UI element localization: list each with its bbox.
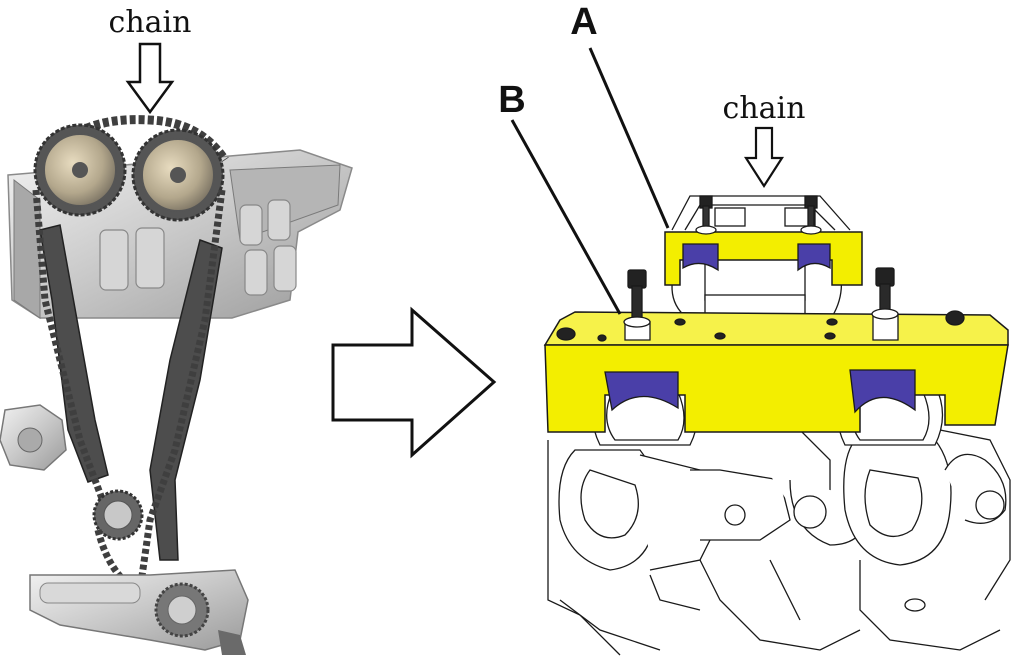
engine-outline [547, 429, 1011, 656]
bolt-b-left [623, 269, 651, 341]
cam-locking-tool-diagram [510, 47, 1011, 656]
bolt-a-left [695, 195, 717, 235]
chain-outline-right [671, 195, 851, 231]
engine-timing-assembly: chain [0, 5, 353, 655]
cam-sprocket-left [33, 123, 127, 217]
label-a: A [570, 1, 597, 43]
oil-pump-assembly [29, 569, 249, 655]
chain-outline-right-inner [684, 204, 836, 231]
transition-arrow [331, 306, 497, 459]
chain-label-left: chain [109, 5, 192, 40]
pin-b-right [945, 310, 965, 326]
timing-chain-left-run [32, 189, 114, 522]
cam-bridge [704, 254, 806, 301]
cam-sprocket-right [131, 128, 225, 222]
chain-tensioner [0, 404, 67, 471]
chain-guide-small-a [714, 207, 746, 227]
leader-line-a [588, 47, 670, 229]
bolt-a-right [800, 195, 822, 235]
timing-chain-right-run [136, 189, 226, 591]
locking-block-a [664, 231, 863, 286]
crank-sprocket [92, 489, 144, 541]
bolt-b-right [871, 267, 899, 341]
chain-label-right: chain [723, 91, 806, 126]
cam-bridge-lower [704, 294, 806, 316]
timing-chain-top [36, 115, 229, 173]
down-arrow-right [743, 126, 785, 189]
down-arrow-left [125, 42, 175, 115]
leader-line-b [510, 119, 622, 315]
label-b: B [498, 79, 525, 121]
pin-b-left [556, 327, 576, 341]
